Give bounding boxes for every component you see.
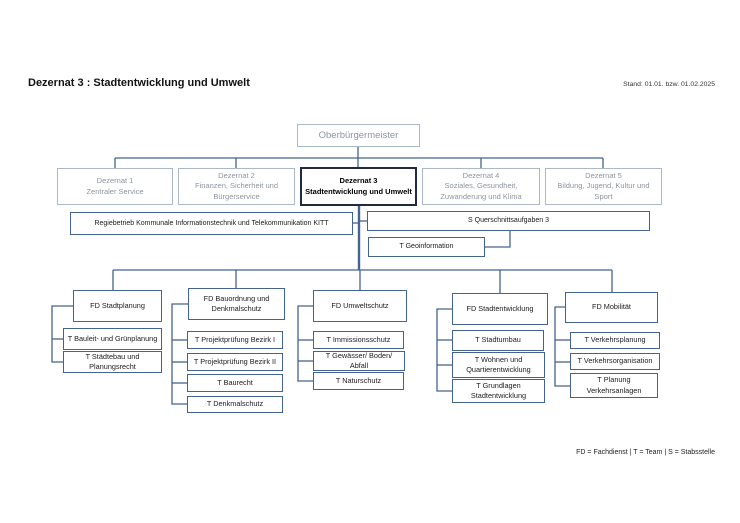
node-fd-mobilitaet: FD Mobilität (565, 292, 658, 323)
node-team: T Gewässer/ Boden/ Abfall (313, 351, 405, 371)
node-querschnittsaufgaben: S Querschnittsaufgaben 3 (367, 211, 650, 231)
node-team: T Stadtumbau (452, 330, 544, 351)
node-dezernat-4: Dezernat 4 Soziales, Gesundheit, Zuwande… (422, 168, 540, 205)
node-team: T Projektprüfung Bezirk II (187, 353, 283, 371)
node-team: T Baurecht (187, 374, 283, 392)
dezernat-name: Dezernat 1 (96, 176, 134, 186)
dezernat-desc: Soziales, Gesundheit, Zuwanderung und Kl… (440, 181, 522, 201)
node-dezernat-3-active: Dezernat 3 Stadtentwicklung und Umwelt (300, 167, 417, 206)
dezernat-desc: Bildung, Jugend, Kultur und Sport (557, 181, 650, 201)
legend-abbreviations: FD = Fachdienst | T = Team | S = Stabsst… (576, 449, 715, 456)
node-team: T Naturschutz (313, 372, 404, 390)
date-note: Stand: 01.01. bzw. 01.02.2025 (623, 81, 715, 88)
node-team: T Denkmalschutz (187, 396, 283, 413)
node-team: T Immissionsschutz (313, 331, 404, 349)
node-team: T Verkehrsorganisation (570, 353, 660, 370)
node-fd-bauordnung: FD Bauordnung und Denkmalschutz (188, 288, 285, 320)
node-dezernat-5: Dezernat 5 Bildung, Jugend, Kultur und S… (545, 168, 662, 205)
node-oberbuergermeister: Oberbürgermeister (297, 124, 420, 147)
node-team: T Städtebau und Planungsrecht (63, 351, 162, 373)
node-team: T Verkehrsplanung (570, 332, 660, 349)
dezernat-desc: Finanzen, Sicherheit und Bürgerservice (195, 181, 278, 201)
node-team: T Wohnen und Quartierentwicklung (452, 352, 545, 378)
node-fd-stadtplanung: FD Stadtplanung (73, 290, 162, 322)
node-team: T Grundlagen Stadtentwicklung (452, 379, 545, 403)
node-dezernat-1: Dezernat 1 Zentraler Service (57, 168, 173, 205)
node-dezernat-2: Dezernat 2 Finanzen, Sicherheit und Bürg… (178, 168, 295, 205)
node-fd-umweltschutz: FD Umweltschutz (313, 290, 407, 322)
node-team: T Bauleit- und Grünplanung (63, 328, 162, 350)
page-title: Dezernat 3 : Stadtentwicklung und Umwelt (28, 77, 250, 89)
dezernat-desc: Stadtentwicklung und Umwelt (305, 186, 412, 196)
node-team: T Planung Verkehrsanlagen (570, 373, 658, 398)
dezernat-name: Dezernat 3 (339, 176, 378, 186)
node-fd-stadtentwicklung: FD Stadtentwicklung (452, 293, 548, 325)
dezernat-desc: Zentraler Service (86, 186, 144, 196)
node-geoinformation: T Geoinformation (368, 237, 485, 257)
node-team: T Projektprüfung Bezirk I (187, 331, 283, 349)
node-kitt: Regiebetrieb Kommunale Informationstechn… (70, 212, 353, 235)
dezernat-name: Dezernat 2 (218, 171, 255, 181)
dezernat-name: Dezernat 4 (462, 171, 500, 181)
dezernat-name: Dezernat 5 (585, 171, 622, 181)
